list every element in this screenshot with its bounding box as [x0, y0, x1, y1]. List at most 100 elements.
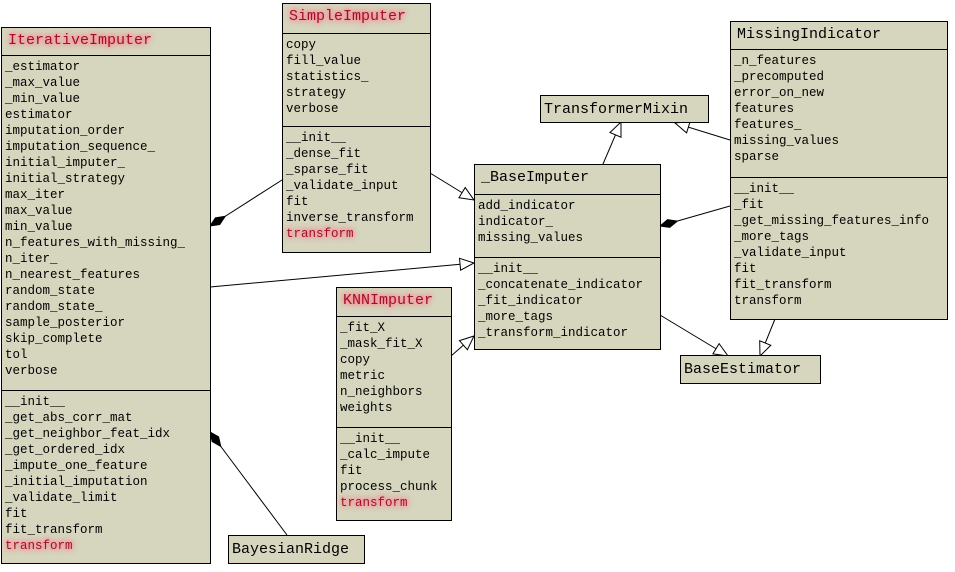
- method-item: _validate_input: [734, 246, 847, 260]
- edge-bayesianridge-composed-in-iterative: [210, 432, 288, 536]
- method-item: fit: [734, 262, 757, 276]
- method-item: _concatenate_indicator: [478, 278, 644, 292]
- attribute-item: _mask_fit_X: [340, 337, 423, 351]
- edge-simple-composed-in-iterative: [210, 179, 283, 226]
- method-item: _calc_impute: [340, 448, 431, 462]
- method-item: transform: [340, 496, 408, 510]
- method-item: fit: [286, 195, 309, 209]
- method-item: _get_neighbor_feat_idx: [5, 427, 171, 441]
- method-item: _get_missing_features_info: [734, 214, 930, 228]
- method-item: _impute_one_feature: [5, 459, 148, 473]
- attribute-item: skip_complete: [5, 332, 103, 346]
- edge-simple-to-base: [429, 172, 474, 200]
- methods-section: __init__ _concatenate_indicator _fit_indic…: [475, 258, 660, 341]
- class-title: SimpleImputer: [283, 4, 430, 34]
- class-title: BayesianRidge: [232, 541, 350, 558]
- attribute-item: _min_value: [5, 92, 81, 106]
- attribute-item: copy: [286, 38, 317, 52]
- method-item: process_chunk: [340, 480, 438, 494]
- edge-base-to-baseestimator: [659, 314, 728, 356]
- class-iterative-imputer[interactable]: IterativeImputer _estimator _max_value _mi…: [1, 27, 211, 564]
- attribute-item: error_on_new: [734, 86, 825, 100]
- method-item: inverse_transform: [286, 211, 414, 225]
- class-title: IterativeImputer: [2, 28, 210, 56]
- attribute-item: sample_posterior: [5, 316, 126, 330]
- attribute-item: _n_features: [734, 54, 817, 68]
- method-item: _fit_indicator: [478, 294, 584, 308]
- attribute-item: min_value: [5, 220, 73, 234]
- attribute-item: n_nearest_features: [5, 268, 141, 282]
- attribute-item: imputation_order: [5, 124, 126, 138]
- method-item: fit_transform: [5, 523, 103, 537]
- attribute-item: max_value: [5, 204, 73, 218]
- attribute-item: strategy: [286, 86, 347, 100]
- method-item: __init__: [734, 182, 795, 196]
- attribute-item: add_indicator: [478, 199, 576, 213]
- edge-missing-composed-in-base: [660, 205, 731, 226]
- attribute-item: initial_imputer_: [5, 156, 126, 170]
- attribute-item: tol: [5, 348, 28, 362]
- method-item: transform: [286, 227, 354, 241]
- method-item: _sparse_fit: [286, 163, 369, 177]
- attribute-item: imputation_sequence_: [5, 140, 156, 154]
- edge-iterative-to-base: [209, 263, 474, 288]
- class-missing-indicator[interactable]: MissingIndicator _n_features_precomputed…: [730, 21, 948, 320]
- attribute-item: statistics_: [286, 70, 369, 84]
- class-transformer-mixin[interactable]: TransformerMixin: [540, 95, 709, 123]
- attribute-item: missing_values: [734, 134, 840, 148]
- attribute-item: _max_value: [5, 76, 81, 90]
- edge-knn-to-base: [450, 336, 474, 357]
- class-title: KNNImputer: [337, 288, 451, 317]
- method-item: _dense_fit: [286, 147, 362, 161]
- attributes-section: copy fill_value statistics_ strategy verbose: [283, 34, 430, 127]
- method-item: __init__: [478, 262, 539, 276]
- attribute-item: _fit_X: [340, 321, 386, 335]
- edge-base-to-transformermixin: [602, 122, 621, 165]
- class-title: BaseEstimator: [684, 361, 802, 378]
- method-item: transform: [5, 539, 73, 553]
- method-item: _initial_imputation: [5, 475, 148, 489]
- class-base-estimator[interactable]: BaseEstimator: [680, 355, 821, 384]
- method-item: _fit: [734, 198, 765, 212]
- class-bayesian-ridge[interactable]: BayesianRidge: [228, 535, 365, 564]
- method-item: _validate_limit: [5, 491, 118, 505]
- attribute-item: _precomputed: [734, 70, 825, 84]
- edge-missing-to-transformermixin: [675, 123, 731, 141]
- method-item: _get_abs_corr_mat: [5, 411, 133, 425]
- attribute-item: random_state: [5, 284, 96, 298]
- attribute-item: n_neighbors: [340, 385, 423, 399]
- attribute-item: max_iter: [5, 188, 66, 202]
- attribute-item: features: [734, 102, 795, 116]
- attribute-item: metric: [340, 369, 386, 383]
- attribute-item: features_: [734, 118, 802, 132]
- attribute-item: fill_value: [286, 54, 362, 68]
- attribute-item: copy: [340, 353, 371, 367]
- methods-section: __init__ _get_abs_corr_mat _get_neighbor_f…: [2, 391, 210, 554]
- attribute-item: sparse: [734, 150, 780, 164]
- attribute-item: random_state_: [5, 300, 103, 314]
- method-item: _more_tags: [734, 230, 810, 244]
- edge-missing-to-baseestimator: [760, 318, 776, 356]
- class-simple-imputer[interactable]: SimpleImputer copy fill_value statistics_s…: [282, 3, 431, 253]
- method-item: __init__: [340, 432, 401, 446]
- attribute-item: weights: [340, 401, 393, 415]
- attribute-item: indicator_: [478, 215, 554, 229]
- method-item: transform: [734, 294, 802, 308]
- methods-section: __init__ _fit _get_missing_features_info _m…: [731, 178, 947, 309]
- attribute-item: n_iter_: [5, 252, 58, 266]
- attribute-item: verbose: [286, 102, 339, 116]
- method-item: _transform_indicator: [478, 326, 629, 340]
- method-item: _more_tags: [478, 310, 554, 324]
- attribute-item: _estimator: [5, 60, 81, 74]
- method-item: __init__: [5, 395, 66, 409]
- class-title: TransformerMixin: [544, 100, 689, 118]
- attribute-item: initial_strategy: [5, 172, 126, 186]
- attribute-item: verbose: [5, 364, 58, 378]
